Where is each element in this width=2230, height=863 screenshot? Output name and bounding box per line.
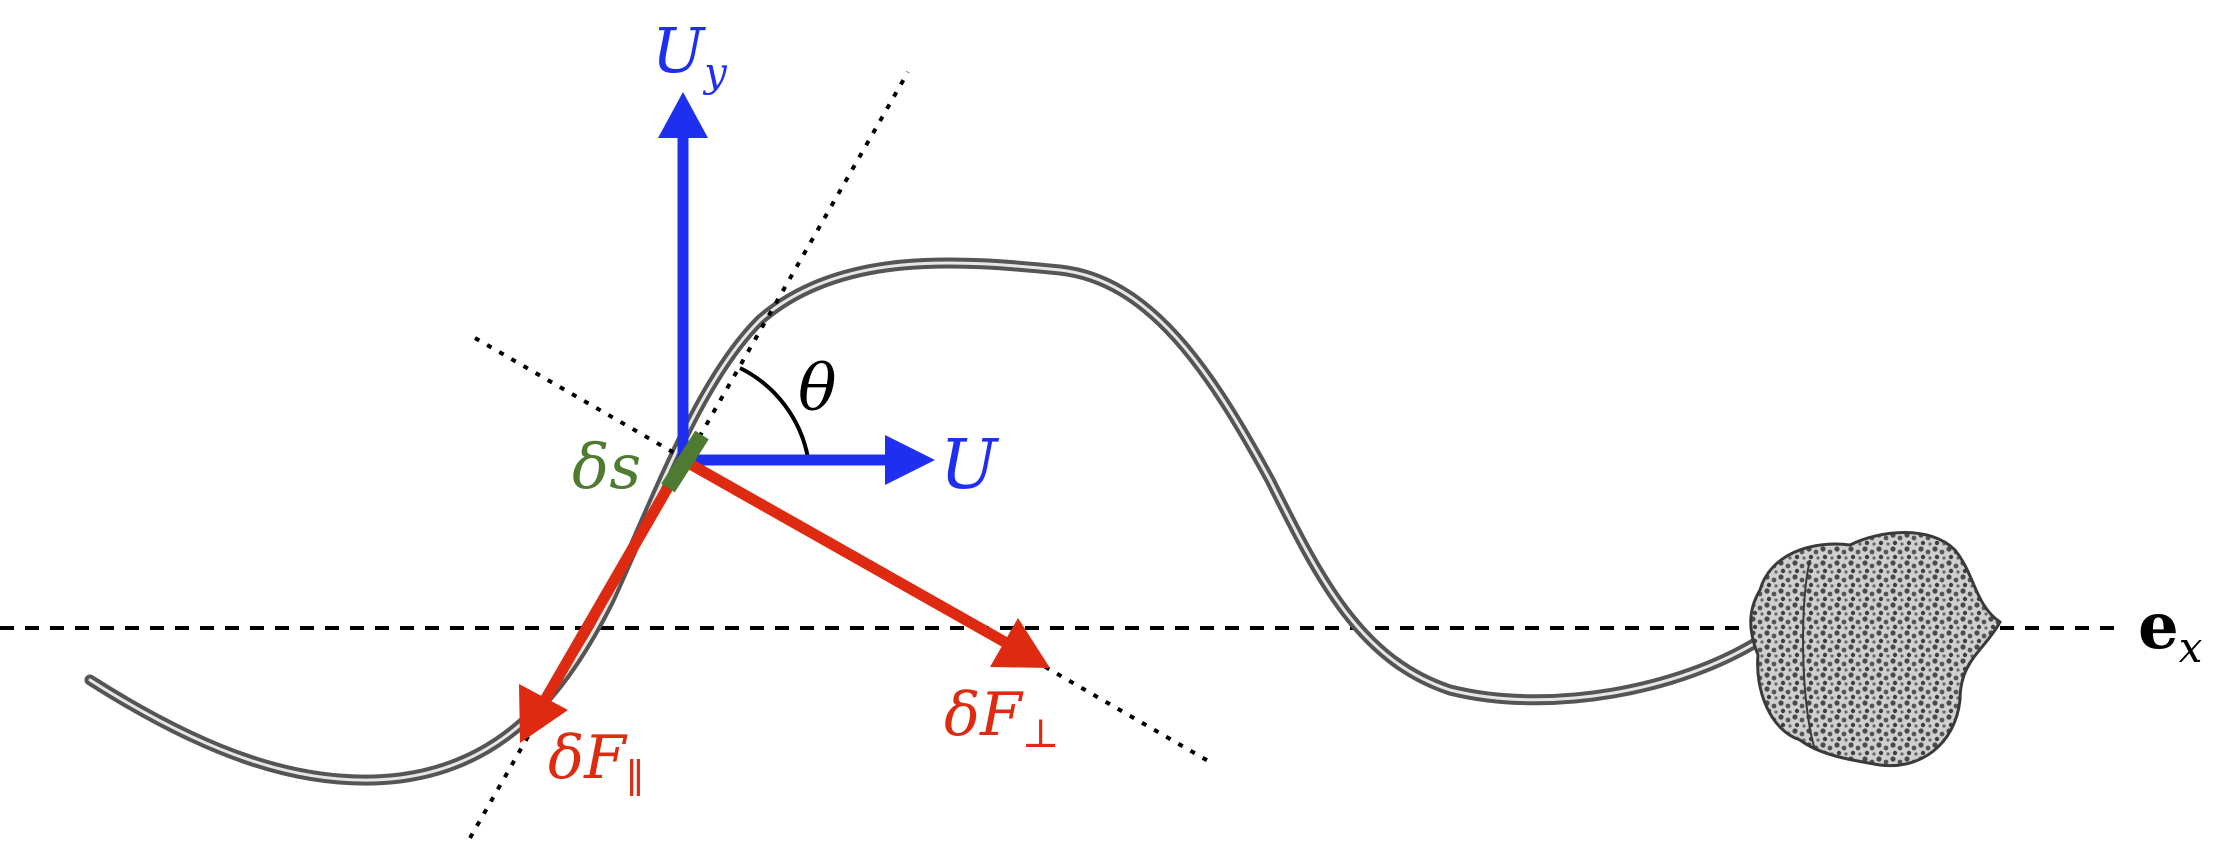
theta-label: θ (798, 352, 837, 426)
ex-axis-label: ex (2138, 589, 2203, 672)
perpendicular-force-arrow (680, 455, 1050, 668)
uy-label: Uy (652, 14, 728, 96)
u-velocity-arrow (683, 435, 935, 485)
sperm-flagellum-icon (84, 257, 1766, 786)
uy-velocity-arrow (658, 92, 708, 460)
perpendicular-force-label: δF⊥ (944, 680, 1059, 757)
theta-angle-arc (739, 366, 810, 459)
parallel-force-arrow (519, 467, 683, 743)
ds-label: δs (572, 430, 641, 503)
parallel-force-label: δF∥ (548, 723, 644, 802)
ds-segment (661, 430, 709, 493)
u-label: U (940, 426, 1000, 505)
sperm-head-icon (1749, 531, 2002, 768)
